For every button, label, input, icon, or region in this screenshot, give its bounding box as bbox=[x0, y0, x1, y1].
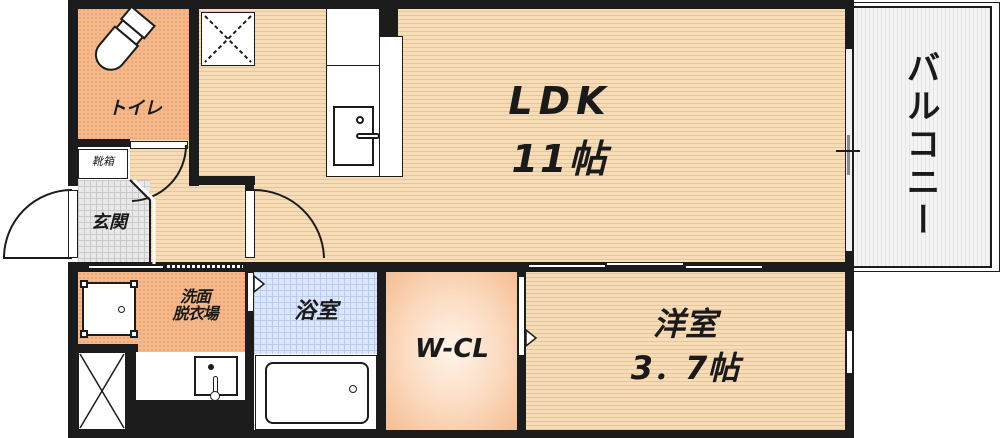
ceiling-storage-x-icon bbox=[204, 15, 252, 63]
washing-machine-drain bbox=[118, 306, 125, 313]
shoe-cabinet-label: 靴箱 bbox=[92, 155, 114, 168]
refrigerator-space bbox=[326, 8, 380, 66]
washing-machine-foot-bl bbox=[80, 330, 88, 338]
wcl-door[interactable] bbox=[518, 276, 525, 356]
washroom-label-line1: 洗面 bbox=[179, 287, 211, 306]
entrance-door-leaf[interactable] bbox=[68, 190, 78, 258]
kitchen-sink-drain bbox=[356, 116, 364, 124]
washroom-label-line2: 脱衣場 bbox=[172, 304, 218, 323]
wcl-floor bbox=[386, 272, 518, 430]
ldk-label: LDK bbox=[508, 79, 612, 123]
toilet-bowl-icon bbox=[94, 5, 156, 71]
bathroom-door[interactable] bbox=[247, 272, 254, 312]
kitchen-faucet bbox=[356, 133, 380, 139]
ldk-size-label: 11帖 bbox=[511, 137, 609, 181]
toilet-door-swing bbox=[131, 144, 187, 202]
ldk-door-swing bbox=[253, 189, 325, 259]
balcony-floor bbox=[852, 6, 992, 268]
washing-machine-foot-tl bbox=[80, 280, 88, 288]
shoe-cabinet bbox=[78, 149, 128, 179]
storage-cabinet-x-icon bbox=[79, 353, 125, 429]
washing-machine-foot-tr bbox=[130, 280, 138, 288]
bathroom-label: 浴室 bbox=[293, 299, 338, 324]
washing-machine bbox=[82, 282, 136, 336]
wall-hall-right bbox=[245, 176, 254, 192]
wall-storage-right bbox=[126, 344, 136, 438]
washroom-sliding-door-rail bbox=[166, 264, 244, 269]
toilet-door-leaf[interactable] bbox=[130, 141, 188, 149]
washing-machine-foot-br bbox=[130, 330, 138, 338]
vanity-sink-drain bbox=[208, 364, 214, 370]
balcony-label: バルコニー bbox=[900, 50, 940, 240]
washroom-sliding-door[interactable] bbox=[88, 265, 164, 269]
western-room-label: 洋室 bbox=[652, 305, 717, 343]
wall-wash-lower bbox=[68, 344, 138, 352]
entrance-step bbox=[129, 178, 156, 264]
wcl-door-arrow bbox=[525, 328, 538, 348]
western-room-sliding-door-2[interactable] bbox=[606, 262, 684, 266]
toilet-label: トイレ bbox=[108, 98, 162, 119]
balcony-window-mark bbox=[836, 150, 860, 152]
entrance-floor bbox=[78, 180, 150, 264]
balcony-window-sash bbox=[847, 135, 850, 175]
western-room-side-window[interactable] bbox=[846, 330, 853, 374]
western-room-size-label: 3．7帖 bbox=[630, 349, 740, 387]
wall-bottom bbox=[68, 430, 854, 438]
bathtub-drain bbox=[349, 385, 357, 393]
wall-wash-bath bbox=[245, 262, 254, 438]
bathroom-door-arrow bbox=[253, 274, 266, 294]
kitchen-wall-block bbox=[380, 8, 398, 36]
wall-middle-horizontal bbox=[68, 262, 854, 272]
ldk-floor bbox=[198, 8, 846, 264]
bathtub-basin bbox=[265, 362, 369, 424]
wall-left-upper bbox=[68, 0, 78, 186]
wall-vanity-bottom bbox=[136, 400, 246, 438]
entrance-door-swing bbox=[2, 189, 73, 259]
western-room-floor bbox=[526, 270, 846, 430]
ldk-door-leaf[interactable] bbox=[245, 190, 255, 258]
western-room-sliding-door-3[interactable] bbox=[685, 265, 763, 269]
bathroom-floor bbox=[254, 272, 378, 354]
wall-toilet-right bbox=[189, 0, 199, 186]
wall-top bbox=[68, 0, 854, 9]
wall-toilet-bottom bbox=[68, 139, 130, 147]
vanity-faucet-base bbox=[210, 391, 220, 401]
entrance-label: 玄関 bbox=[91, 212, 127, 233]
wall-bath-wcl bbox=[377, 262, 386, 438]
wall-hall-ledge bbox=[189, 176, 255, 185]
wcl-label: W-CL bbox=[415, 334, 489, 364]
kitchen-counter-side bbox=[379, 36, 403, 177]
western-room-sliding-door-1[interactable] bbox=[528, 264, 606, 268]
